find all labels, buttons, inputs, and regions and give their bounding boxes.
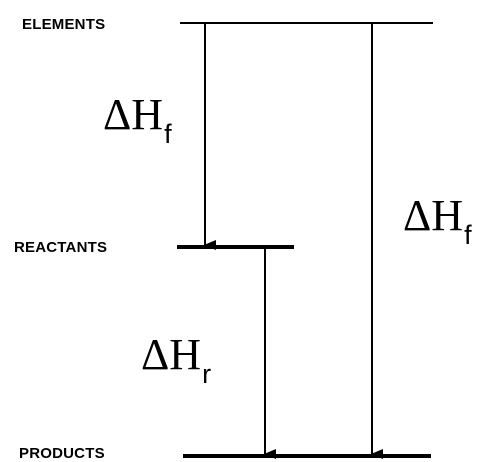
delta-h-symbol: ΔH	[141, 330, 202, 379]
elements-label: ELEMENTS	[22, 16, 106, 33]
subscript-f: f	[464, 220, 472, 250]
delta-h-formation-reactants-label: ΔHf	[103, 90, 172, 148]
reactants-label: REACTANTS	[14, 239, 108, 256]
delta-h-symbol: ΔH	[403, 191, 464, 240]
subscript-f: f	[164, 119, 172, 149]
delta-h-reaction-label: ΔHr	[141, 330, 211, 388]
delta-h-formation-products-label: ΔHf	[403, 191, 472, 249]
subscript-r: r	[202, 359, 212, 389]
delta-h-symbol: ΔH	[103, 90, 164, 139]
products-label: PRODUCTS	[19, 445, 105, 462]
